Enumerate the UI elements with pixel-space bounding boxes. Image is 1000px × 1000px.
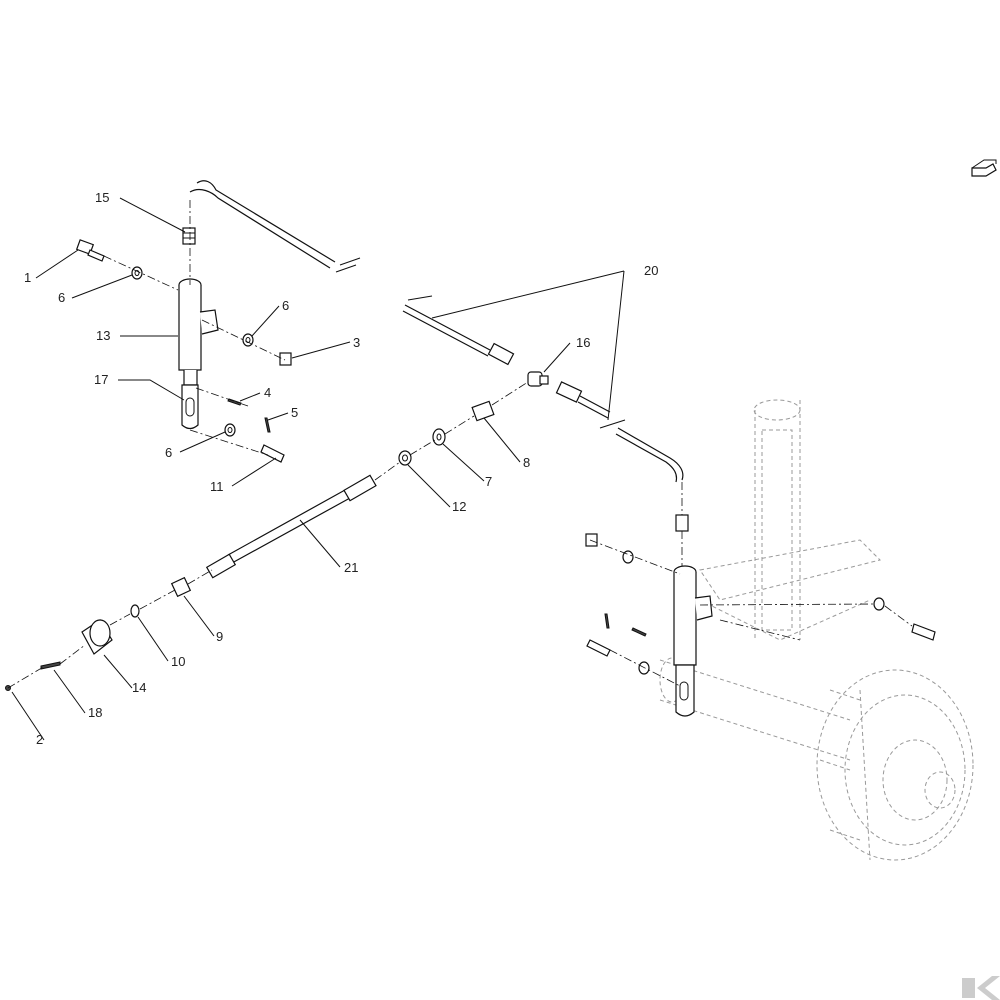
fitting-9 [170,576,192,598]
clevis-17 [181,384,199,430]
direction-arrow-icon [971,159,997,177]
centerlines [7,200,913,689]
callout-20: 20 [644,263,658,278]
callout-labels: 1 2 3 4 5 6 6 6 7 8 9 10 11 12 13 14 15 … [24,190,658,747]
cylinder-13 [178,278,219,386]
cap-14 [81,619,113,655]
callout-3: 3 [353,335,360,350]
nut-3 [279,352,292,366]
axle-assembly-ghost [659,399,974,861]
washer-6-a [131,266,143,280]
pin-18 [40,661,61,670]
callout-21: 21 [344,560,358,575]
callout-16: 16 [576,335,590,350]
fitting-15 [182,227,196,245]
callout-6a: 6 [58,290,65,305]
callout-2: 2 [36,732,43,747]
hydraulic-hose-top [189,180,361,273]
callout-9: 9 [216,629,223,644]
washer-6-c [224,423,236,437]
adapter-8 [471,400,495,422]
cylinder-right [585,514,936,717]
hydraulic-hose-20-right [555,381,684,483]
hydraulic-hose-21 [205,474,377,579]
bolt-1 [75,239,105,262]
callout-1: 1 [24,270,31,285]
callout-8: 8 [523,455,530,470]
o-ring-10 [130,604,140,618]
fitting-16 [527,371,549,387]
callout-12: 12 [452,499,466,514]
callout-18: 18 [88,705,102,720]
callout-7: 7 [485,474,492,489]
hydraulic-hose-20-left [402,295,515,366]
seal-12 [398,450,412,466]
callout-6c: 6 [165,445,172,460]
callout-11: 11 [210,479,224,494]
washer-7 [432,428,446,446]
callout-6b: 6 [282,298,289,313]
leader-lines [11,197,625,741]
callout-14: 14 [132,680,146,695]
callout-13: 13 [96,328,110,343]
callout-4: 4 [264,385,271,400]
callout-17: 17 [94,372,108,387]
split-pin-5 [264,417,271,433]
callout-15: 15 [95,190,109,205]
callout-10: 10 [171,654,185,669]
ball-2 [5,685,11,691]
pin-11 [260,444,285,463]
callout-5: 5 [291,405,298,420]
brand-logo-icon [962,976,1000,1000]
